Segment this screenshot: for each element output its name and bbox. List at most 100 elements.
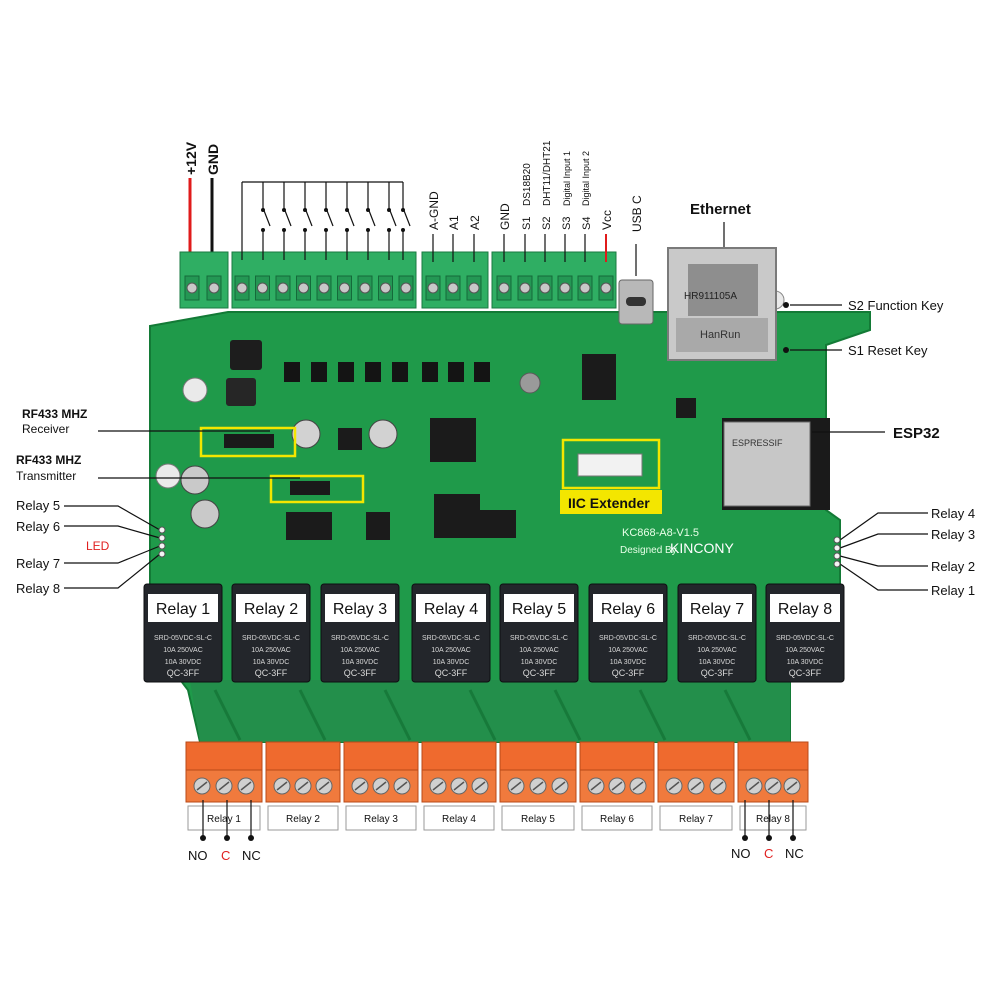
label-agnd: A-GND: [427, 191, 441, 230]
label-s1-key: S1 Reset Key: [848, 343, 928, 358]
terminal-screw[interactable]: [277, 282, 289, 294]
relay-print-model: QC-3FF: [344, 668, 377, 678]
label-s1: S1: [521, 217, 533, 230]
label-esp32: ESP32: [893, 425, 940, 442]
input-switch-dots: [261, 208, 405, 232]
led-callouts-right: [839, 512, 928, 591]
relay-print-model: QC-3FF: [255, 668, 288, 678]
terminal-screw[interactable]: [600, 282, 612, 294]
terminal-screw[interactable]: [257, 282, 268, 294]
screw-slot: [240, 781, 252, 791]
terminal-top: [421, 741, 497, 771]
screw-slot: [375, 781, 387, 791]
relay-label: Relay 3: [333, 601, 387, 618]
mosfets: [284, 362, 490, 382]
label-a1: A1: [447, 215, 461, 230]
label-led: LED: [86, 539, 110, 553]
terminal-screw[interactable]: [579, 282, 591, 294]
terminal-screw[interactable]: [400, 282, 412, 294]
terminal-screw[interactable]: [186, 282, 198, 294]
key-s1-dot: [783, 347, 789, 353]
terminal-screw[interactable]: [208, 282, 220, 294]
relay-label-bg: [770, 594, 840, 622]
designed-by: Designed By: [620, 545, 677, 556]
left-led-relay-7: Relay 7: [16, 556, 60, 571]
screw-slot: [196, 781, 208, 791]
right-led-relay-2: Relay 2: [931, 559, 975, 574]
screw-slot: [354, 781, 366, 791]
relay-print-line3: 10A 30VDC: [699, 659, 736, 666]
terminal-screw[interactable]: [519, 282, 531, 294]
terminal-screw[interactable]: [339, 282, 350, 294]
label-din1: Digital Input 1: [562, 151, 572, 206]
screw-slot: [767, 781, 779, 791]
terminal-screw[interactable]: [427, 282, 439, 294]
output-terminal-2: Relay 2: [265, 741, 341, 831]
terminal-screw[interactable]: [298, 282, 309, 294]
relay-print-line2: 10A 250VAC: [608, 647, 648, 654]
relay-print-model: QC-3FF: [435, 668, 468, 678]
top-leader-lines: [432, 234, 637, 276]
relay-print-line3: 10A 30VDC: [521, 659, 558, 666]
terminal-sensor: [491, 251, 617, 309]
terminal-screw[interactable]: [236, 282, 248, 294]
terminal-label-box: [267, 805, 339, 831]
relay-label: Relay 5: [512, 601, 566, 618]
relay-print-line2: 10A 250VAC: [519, 647, 559, 654]
terminal-screw[interactable]: [359, 282, 371, 294]
relay-print-line1: SRD-05VDC-SL-C: [688, 635, 746, 642]
terminal-screw[interactable]: [559, 282, 571, 294]
terminal-label: Relay 5: [521, 814, 555, 825]
jack-brand: HanRun: [700, 329, 740, 341]
iic-highlight: [561, 438, 661, 490]
label-ds18b20: DS18B20: [522, 163, 533, 206]
pcb-trace-lines: [213, 689, 752, 741]
screw-slot: [432, 781, 444, 791]
output-terminal-7: Relay 7: [657, 741, 735, 831]
relay-print-model: QC-3FF: [701, 668, 734, 678]
terminal-screw[interactable]: [468, 282, 480, 294]
top-terminals: [179, 251, 617, 309]
relay-label: Relay 4: [424, 601, 478, 618]
mount-hole-left: [182, 377, 208, 403]
terminal-label-box: [423, 805, 495, 831]
label-s3: S3: [561, 217, 573, 230]
relay-print-line2: 10A 250VAC: [785, 647, 825, 654]
left-led-relay-8: Relay 8: [16, 581, 60, 596]
label-12v: +12V: [183, 141, 199, 175]
relay-print-model: QC-3FF: [789, 668, 822, 678]
terminal-label-box: [581, 805, 653, 831]
contact-nc-left: NC: [242, 848, 261, 863]
relay-print-model: QC-3FF: [523, 668, 556, 678]
label-vcc: Vcc: [600, 210, 614, 230]
relay-print-line3: 10A 30VDC: [342, 659, 379, 666]
terminal-label: Relay 4: [442, 814, 476, 825]
relay-print-model: QC-3FF: [612, 668, 645, 678]
rf-receiver-header: [224, 434, 274, 448]
relays: Relay 1 SRD-05VDC-SL-C 10A 250VAC 10A 30VDC…: [143, 583, 845, 683]
relay-print-model: QC-3FF: [167, 668, 200, 678]
terminal-top: [185, 741, 263, 771]
terminal-label-box: [345, 805, 417, 831]
relay-label-bg: [148, 594, 218, 622]
screw-slot: [590, 781, 602, 791]
relay-print-line1: SRD-05VDC-SL-C: [422, 635, 480, 642]
power-wires: [188, 178, 214, 258]
terminal-screw[interactable]: [447, 282, 459, 294]
relay-print-line2: 10A 250VAC: [163, 647, 203, 654]
terminal-screw[interactable]: [318, 282, 330, 294]
terminal-screw[interactable]: [498, 282, 510, 294]
screw-slot: [297, 781, 309, 791]
relay-label: Relay 1: [156, 601, 210, 618]
terminal-label: Relay 7: [679, 814, 713, 825]
terminal-screw[interactable]: [380, 282, 391, 294]
screw-slot: [690, 781, 702, 791]
terminal-screw[interactable]: [539, 282, 551, 294]
label-dht: DHT11/DHT21: [542, 140, 553, 206]
label-gnd-power: GND: [205, 144, 221, 175]
screw-slot: [396, 781, 408, 791]
